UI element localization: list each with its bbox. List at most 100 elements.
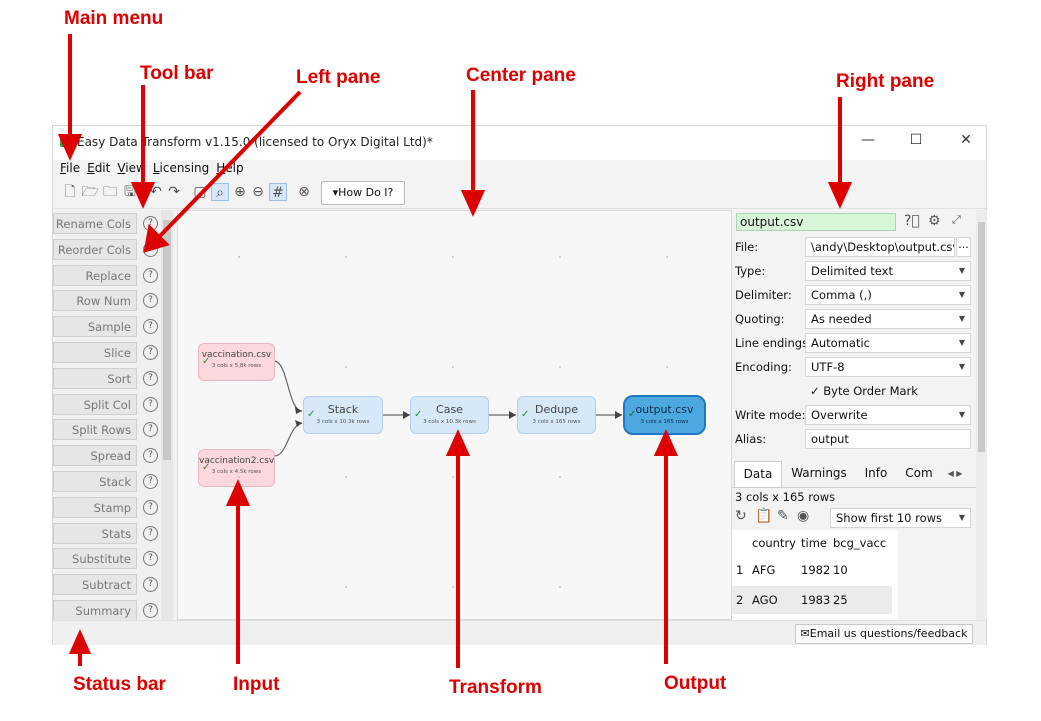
column-header[interactable]: bcg_vacc	[833, 536, 887, 550]
transform-button[interactable]: Split Col	[53, 393, 137, 415]
help-icon[interactable]: ?	[143, 499, 158, 515]
help-icon[interactable]: ?	[143, 345, 158, 360]
transform-button[interactable]: Slice	[53, 342, 137, 363]
maximize-button[interactable]: ☐	[909, 132, 923, 148]
right-pane-scroll-thumb[interactable]	[978, 222, 985, 452]
transform-button[interactable]: Stack	[53, 471, 137, 492]
input-node-vaccination2[interactable]: ✓ vaccination2.csv 3 cols x 4.5k rows	[198, 449, 275, 487]
help-icon[interactable]: ?	[143, 319, 158, 335]
menu-help[interactable]: Help	[216, 161, 244, 175]
tab-data[interactable]: Data	[734, 461, 782, 487]
transform-button[interactable]: Replace	[53, 264, 137, 286]
edit-icon[interactable]: ✎	[777, 508, 789, 524]
type-select[interactable]: Delimited text▼	[805, 261, 971, 281]
transform-node-stack[interactable]: ✓ Stack 3 cols x 10.3k rows	[303, 396, 383, 434]
transform-button[interactable]: Summary	[53, 600, 137, 620]
tab-warnings[interactable]: Warnings	[791, 466, 847, 480]
transform-button[interactable]: Substitute	[53, 548, 137, 570]
save-icon[interactable]: 🖫	[124, 184, 136, 200]
tab-info[interactable]: Info	[864, 466, 888, 480]
help-icon[interactable]: ?	[143, 577, 158, 593]
help-icon[interactable]: ?	[143, 422, 158, 438]
help-icon[interactable]: ?	[143, 396, 158, 412]
alias-field[interactable]: output	[805, 429, 971, 449]
table-cell[interactable]: 25	[833, 593, 848, 607]
transform-button[interactable]: Subtract	[53, 574, 137, 596]
delimiter-select[interactable]: Comma (,)▼	[805, 285, 971, 305]
select-icon[interactable]: ▢	[193, 184, 207, 200]
paste-icon[interactable]: 📋	[755, 508, 773, 524]
transform-button[interactable]: Row Num	[53, 290, 137, 312]
help-icon[interactable]: ?	[143, 216, 158, 231]
help-icon[interactable]: ?	[143, 448, 158, 464]
encoding-select[interactable]: UTF-8▼	[805, 357, 971, 377]
table-cell[interactable]: AGO	[752, 593, 778, 607]
help-icon[interactable]: ?	[143, 267, 158, 283]
line-endings-select[interactable]: Automatic▼	[805, 333, 971, 353]
open-recent-icon[interactable]: 🗀	[103, 184, 117, 200]
input-node-vaccination[interactable]: ✓ vaccination.csv 3 cols x 5.8k rows	[198, 343, 275, 381]
zoom-in-icon[interactable]: ⊕	[234, 184, 246, 200]
transform-node-case[interactable]: ✓ Case 3 cols x 10.3k rows	[410, 396, 489, 434]
column-header[interactable]: country	[752, 536, 796, 550]
file-path-field[interactable]: \andy\Desktop\output.csv	[805, 237, 955, 257]
transform-button[interactable]: Spread	[53, 445, 137, 467]
transform-button[interactable]: Reorder Cols	[53, 238, 137, 260]
tab-com[interactable]: Com	[905, 466, 933, 480]
help-icon[interactable]: ?	[143, 241, 158, 257]
menu-licensing[interactable]: Licensing	[152, 161, 210, 175]
quoting-select[interactable]: As needed▼	[805, 309, 971, 329]
write-mode-select[interactable]: Overwrite▼	[805, 405, 971, 425]
expand-icon[interactable]: ⤢	[952, 213, 961, 226]
help-icon[interactable]: ?	[143, 525, 158, 541]
undo-icon[interactable]: ↶	[150, 184, 162, 200]
menu-edit[interactable]: Edit	[87, 161, 111, 175]
browse-button[interactable]: ...	[956, 237, 971, 257]
new-file-icon[interactable]: 🗋	[64, 184, 76, 200]
output-node[interactable]: ✓ output.csv 3 cols x 165 rows	[623, 395, 706, 435]
table-cell[interactable]: AFG	[752, 563, 776, 577]
transform-button[interactable]: Stamp	[53, 496, 137, 518]
transform-button[interactable]: Stats	[53, 522, 137, 544]
menu-file[interactable]: File	[60, 161, 81, 175]
delimiter-value: Comma (,)	[811, 288, 872, 302]
node-detail: 3 cols x 4.5k rows	[211, 469, 262, 475]
table-cell[interactable]: 1982	[801, 563, 831, 577]
help-icon[interactable]: ?⃝	[904, 213, 920, 229]
zoom-icon[interactable]: ⌕	[211, 183, 229, 201]
grid-icon[interactable]: #	[269, 183, 287, 201]
help-icon[interactable]: ?	[143, 603, 158, 618]
center-pane[interactable]: ✓ vaccination.csv 3 cols x 5.8k rows ✓ v…	[177, 210, 732, 620]
transform-button[interactable]: Rename Cols	[53, 213, 137, 234]
help-icon[interactable]: ?	[143, 293, 158, 309]
column-header[interactable]: time	[801, 536, 827, 550]
grid-dot	[559, 256, 561, 258]
bom-checkbox[interactable]: ✓ Byte Order Mark	[810, 384, 918, 398]
redo-icon[interactable]: ↷	[168, 184, 180, 200]
help-icon[interactable]: ?	[143, 474, 158, 489]
item-name-field[interactable]: output.csv	[736, 213, 896, 231]
refresh-icon[interactable]: ↻	[735, 508, 747, 524]
how-do-i-button[interactable]: ▾How Do I?	[321, 181, 405, 205]
transform-node-dedupe[interactable]: ✓ Dedupe 3 cols x 165 rows	[517, 396, 596, 434]
transform-button[interactable]: Sample	[53, 316, 137, 338]
encoding-value: UTF-8	[811, 360, 845, 374]
open-folder-icon[interactable]: 🗁	[81, 184, 99, 200]
table-cell[interactable]: 1983	[801, 593, 831, 607]
show-rows-select[interactable]: Show first 10 rows▼	[830, 508, 971, 528]
stop-icon[interactable]: ⊗	[298, 184, 310, 200]
transform-button[interactable]: Split Rows	[53, 419, 137, 441]
help-icon[interactable]: ?	[143, 370, 158, 386]
close-button[interactable]: ✕	[960, 132, 972, 148]
zoom-out-icon[interactable]: ⊖	[252, 184, 264, 200]
transform-button[interactable]: Sort	[53, 367, 137, 389]
eye-icon[interactable]: ◉	[797, 508, 810, 524]
tab-scroll-arrows-icon[interactable]: ◀ ▶	[947, 469, 963, 478]
left-pane-scroll-thumb[interactable]	[163, 220, 171, 460]
table-cell[interactable]: 10	[833, 563, 848, 577]
minimize-button[interactable]: —	[861, 132, 875, 148]
help-icon[interactable]: ?	[143, 551, 158, 567]
feedback-button[interactable]: ✉Email us questions/feedback	[795, 624, 973, 644]
settings-icon[interactable]: ⚙	[928, 213, 941, 229]
menu-view[interactable]: View	[117, 161, 146, 175]
